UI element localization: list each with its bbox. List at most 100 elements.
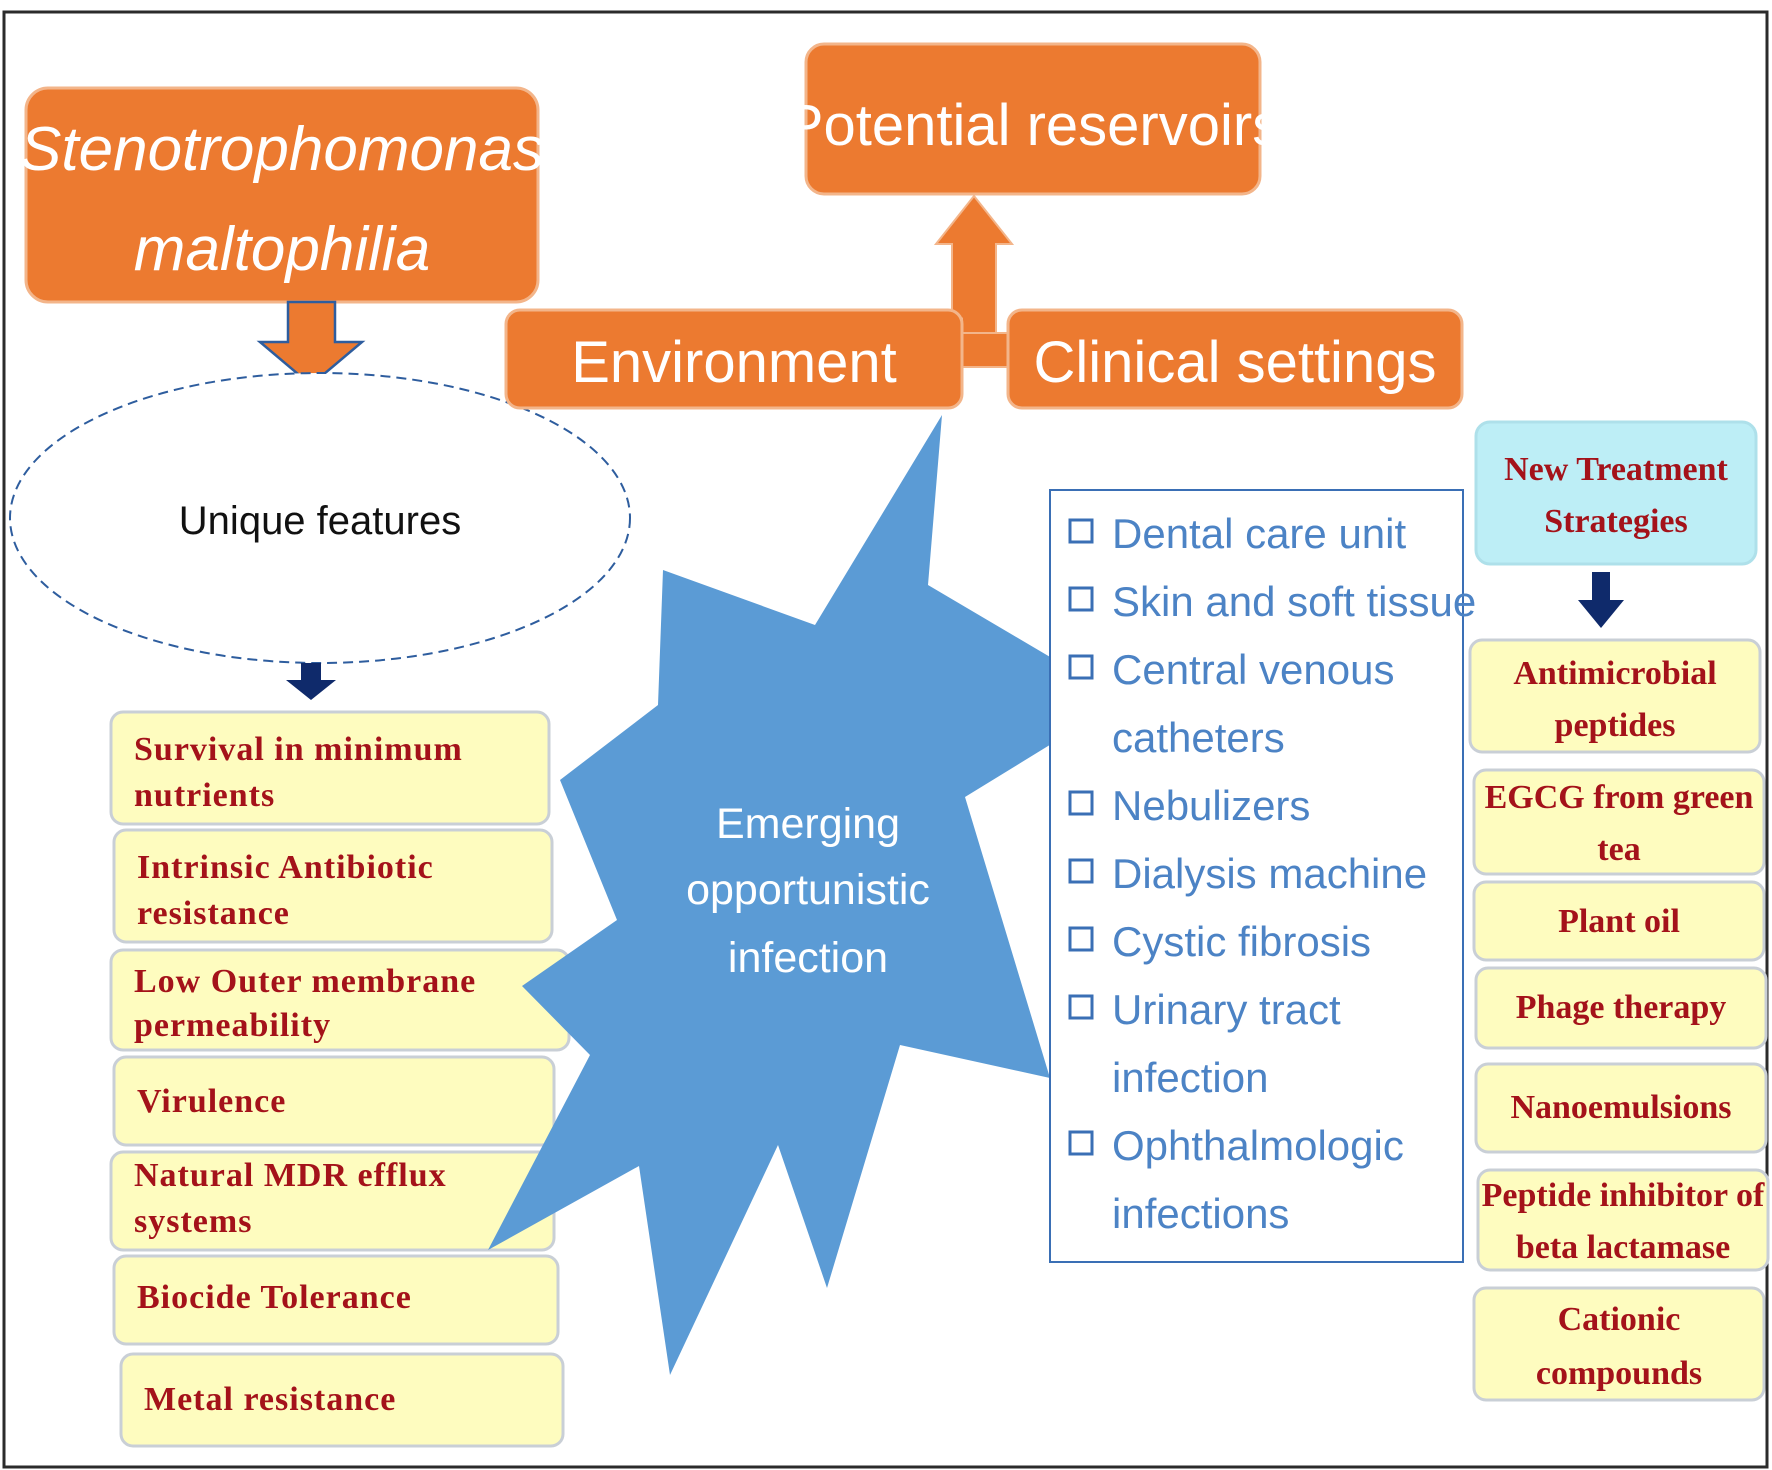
feature-box-background	[109, 710, 551, 826]
title-line-1: Stenotrophomonas	[20, 115, 544, 184]
treatment-box-background	[1474, 1062, 1768, 1154]
reservoir-item: Central venous catheters	[1068, 646, 1395, 761]
reservoir-list: Dental care unit Skin and soft tissue Ce…	[1049, 489, 1476, 1263]
treatment-item: Cationic compounds	[1472, 1286, 1766, 1402]
treatment-line-1: Nanoemulsions	[1510, 1089, 1731, 1126]
feature-item: Natural MDR efflux systems	[109, 1150, 556, 1252]
checkbox-icon	[1068, 858, 1094, 884]
treatment-header-box: New Treatment Strategies	[1474, 420, 1758, 566]
checkbox-icon	[1068, 586, 1094, 612]
reservoir-item: Nebulizers	[1068, 782, 1310, 829]
treatment-item: Peptide inhibitor of beta lactamase	[1476, 1168, 1770, 1272]
reservoir-item: Skin and soft tissue	[1068, 578, 1476, 625]
title-box-background	[24, 86, 540, 304]
treatment-header-line-1: New Treatment	[1504, 451, 1728, 488]
treatment-down-arrow-icon	[1578, 572, 1624, 628]
treatment-line-1: EGCG from green	[1485, 779, 1754, 816]
reservoir-line-1: Dental care unit	[1112, 510, 1406, 557]
feature-line-1: Natural MDR efflux	[134, 1157, 447, 1194]
environment-box: Environment	[504, 308, 964, 410]
title-line-2: maltophilia	[134, 215, 430, 284]
reservoir-item: Dental care unit	[1068, 510, 1406, 557]
title-box: Stenotrophomonas maltophilia	[20, 86, 544, 304]
reservoir-list-frame	[1049, 489, 1464, 1263]
treatment-item: Plant oil	[1472, 880, 1766, 962]
treatment-line-2: beta lactamase	[1516, 1229, 1730, 1266]
reservoir-line-1: Cystic fibrosis	[1112, 918, 1371, 965]
treatment-header-background	[1474, 420, 1758, 566]
treatment-line-1: Phage therapy	[1516, 989, 1727, 1026]
star-burst-shape	[488, 415, 1123, 1375]
feature-line-1: Survival in minimum	[134, 731, 463, 768]
treatment-box-background	[1472, 880, 1766, 962]
treatment-item: Phage therapy	[1474, 966, 1768, 1050]
checkbox-icon	[1068, 518, 1094, 544]
potential-reservoirs-background	[804, 42, 1262, 196]
treatment-box-background	[1472, 768, 1766, 876]
emerging-line-3: infection	[728, 934, 888, 982]
feature-line-1: Intrinsic Antibiotic	[137, 849, 434, 886]
reservoir-line-2: catheters	[1112, 714, 1285, 761]
feature-box-background	[112, 1055, 556, 1147]
feature-line-2: permeability	[134, 1007, 331, 1044]
environment-label: Environment	[571, 330, 897, 395]
reservoir-item: Dialysis machine	[1068, 850, 1427, 897]
checkbox-icon	[1068, 1130, 1094, 1156]
treatment-box-background	[1472, 1286, 1766, 1402]
treatment-item: Nanoemulsions	[1474, 1062, 1768, 1154]
checkbox-icon	[1068, 790, 1094, 816]
clinical-settings-background	[1006, 308, 1464, 410]
treatment-header-line-2: Strategies	[1544, 503, 1688, 540]
potential-reservoirs-label: Potential reservoirs	[785, 93, 1281, 158]
unique-features-label: Unique features	[179, 499, 461, 543]
treatment-line-1: Cationic	[1558, 1301, 1681, 1338]
feature-box-background	[112, 1254, 560, 1346]
feature-item: Biocide Tolerance	[112, 1254, 560, 1346]
feature-line-2: systems	[134, 1203, 252, 1240]
feature-line-2: nutrients	[134, 777, 275, 814]
treatment-box-background	[1468, 638, 1762, 754]
feature-item: Low Outer membrane permeability	[109, 948, 571, 1052]
feature-item: Metal resistance	[119, 1352, 565, 1448]
checkbox-icon	[1068, 654, 1094, 680]
feature-item: Virulence	[112, 1055, 556, 1147]
features-down-arrow-icon	[286, 663, 336, 700]
feature-item: Survival in minimum nutrients	[109, 710, 551, 826]
reservoir-line-1: Central venous	[1112, 646, 1395, 693]
reservoir-item: Cystic fibrosis	[1068, 918, 1371, 965]
treatment-line-1: Plant oil	[1558, 903, 1680, 940]
feature-line-1: Biocide Tolerance	[137, 1279, 412, 1316]
treatment-line-2: tea	[1597, 831, 1640, 868]
feature-item: Intrinsic Antibiotic resistance	[112, 828, 554, 944]
treatment-box-background	[1474, 966, 1768, 1050]
feature-line-1: Low Outer membrane	[134, 963, 476, 1000]
reservoir-line-2: infection	[1112, 1054, 1268, 1101]
checkbox-icon	[1068, 926, 1094, 952]
reservoir-line-1: Ophthalmologic	[1112, 1122, 1404, 1169]
emerging-infection-star: Emerging opportunistic infection	[488, 415, 1123, 1375]
checkbox-icon	[1068, 994, 1094, 1020]
treatment-item: Antimicrobial peptides	[1468, 638, 1762, 754]
reservoir-line-1: Dialysis machine	[1112, 850, 1427, 897]
environment-background	[504, 308, 964, 410]
feature-list: Survival in minimum nutrients Intrinsic …	[109, 710, 571, 1448]
reservoir-line-1: Skin and soft tissue	[1112, 578, 1476, 625]
reservoir-item: Ophthalmologic infections	[1068, 1122, 1404, 1237]
reservoir-line-1: Urinary tract	[1112, 986, 1341, 1033]
treatment-line-2: peptides	[1555, 707, 1676, 744]
feature-box-background	[119, 1352, 565, 1448]
treatment-item: EGCG from green tea	[1472, 768, 1766, 876]
treatment-line-1: Peptide inhibitor of	[1482, 1177, 1765, 1214]
treatment-list: Antimicrobial peptides EGCG from green t…	[1468, 638, 1770, 1402]
clinical-settings-label: Clinical settings	[1034, 330, 1437, 395]
potential-reservoirs-box: Potential reservoirs	[785, 42, 1281, 196]
feature-line-1: Metal resistance	[144, 1381, 396, 1418]
feature-line-2: resistance	[137, 895, 290, 932]
emerging-line-1: Emerging	[716, 800, 900, 848]
treatment-line-1: Antimicrobial	[1513, 655, 1716, 692]
unique-features-ellipse: Unique features	[9, 372, 631, 664]
feature-line-1: Virulence	[137, 1083, 286, 1120]
reservoir-line-1: Nebulizers	[1112, 782, 1310, 829]
reservoir-item: Urinary tract infection	[1068, 986, 1341, 1101]
